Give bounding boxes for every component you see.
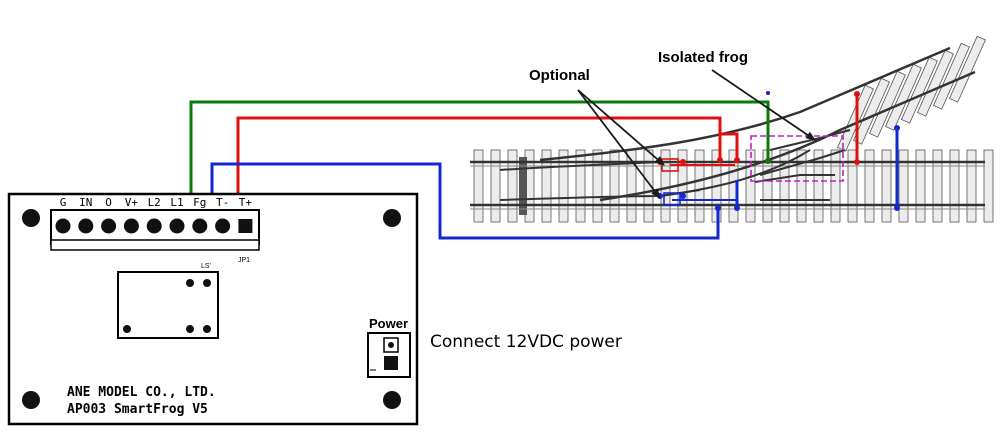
optional-label: Optional bbox=[529, 67, 590, 84]
red-wire bbox=[236, 91, 860, 197]
track-ties bbox=[473, 149, 994, 223]
track-tie bbox=[660, 149, 671, 223]
track-tie bbox=[900, 56, 938, 124]
track-tie bbox=[813, 149, 824, 223]
jp1-label: JP1 bbox=[238, 257, 250, 264]
terminal-pin bbox=[101, 218, 117, 234]
terminal-pin bbox=[215, 218, 231, 234]
pin-label-tplus: T+ bbox=[239, 196, 253, 209]
mounting-hole-icon bbox=[22, 391, 40, 409]
track-tie bbox=[541, 149, 552, 223]
track-tie bbox=[745, 149, 756, 223]
track-tie bbox=[949, 149, 960, 223]
model-name: AP003 SmartFrog V5 bbox=[67, 402, 208, 417]
track-tie bbox=[847, 149, 858, 223]
terminal-pin bbox=[123, 218, 139, 234]
power-label: Power bbox=[369, 316, 408, 331]
arrow-icon bbox=[577, 89, 661, 199]
pin-label-fg: Fg bbox=[193, 196, 206, 209]
terminal-pin bbox=[169, 218, 185, 234]
isolated-frog-label: Isolated frog bbox=[658, 49, 748, 66]
track-tie bbox=[966, 149, 977, 223]
dark-tie bbox=[519, 157, 527, 215]
diverging-ties bbox=[836, 35, 986, 152]
pin-label-in: IN bbox=[79, 196, 92, 209]
blue-wire bbox=[210, 125, 900, 240]
pin-label-l1: L1 bbox=[170, 196, 183, 209]
pin-label-g: G bbox=[60, 196, 67, 209]
track-tie bbox=[884, 63, 922, 131]
ls-label: LS' bbox=[201, 263, 211, 270]
track-tie bbox=[881, 149, 892, 223]
track-tie bbox=[932, 149, 943, 223]
mounting-hole-icon bbox=[383, 209, 401, 227]
green-wire bbox=[189, 100, 771, 197]
terminal-pin bbox=[192, 218, 208, 234]
track-tie bbox=[558, 149, 569, 223]
track-tie bbox=[575, 149, 586, 223]
terminal-pin bbox=[238, 219, 253, 233]
track-tie bbox=[983, 149, 994, 223]
power-note: Connect 12VDC power bbox=[430, 332, 622, 352]
track-tie bbox=[915, 149, 926, 223]
track-tie bbox=[898, 149, 909, 223]
track-tie bbox=[507, 149, 518, 223]
track-tie bbox=[916, 49, 954, 117]
track-tie bbox=[868, 70, 906, 138]
relay-component bbox=[117, 271, 219, 339]
terminal-pin bbox=[55, 218, 71, 234]
isolated-frog-box bbox=[750, 135, 844, 182]
track-diverging bbox=[499, 35, 986, 202]
track-tie bbox=[864, 149, 875, 223]
company-name: ANE MODEL CO., LTD. bbox=[67, 385, 216, 400]
track-tie bbox=[796, 149, 807, 223]
callout-optional: Optional bbox=[529, 67, 665, 199]
arrow-icon bbox=[711, 69, 816, 141]
callout-isolated-frog: Isolated frog bbox=[658, 49, 816, 141]
track-tie bbox=[609, 149, 620, 223]
pin-label-o: O bbox=[105, 196, 112, 209]
track-tie bbox=[490, 149, 501, 223]
mounting-hole-icon bbox=[383, 391, 401, 409]
arrow-icon bbox=[577, 89, 665, 166]
track-tie bbox=[779, 149, 790, 223]
pin-label-tminus: T- bbox=[216, 196, 229, 209]
smartfrog-board: G IN O V+ L2 L1 Fg T- T+ JP1 LS' Power ANE MODEL… bbox=[7, 192, 419, 426]
track-tie bbox=[473, 149, 484, 223]
terminal-pin bbox=[146, 218, 162, 234]
track-tie bbox=[932, 42, 970, 110]
pin-label-vplus: V+ bbox=[125, 196, 139, 209]
mounting-hole-icon bbox=[22, 209, 40, 227]
track-tie bbox=[592, 149, 603, 223]
track-tie bbox=[948, 35, 986, 103]
track-tie bbox=[643, 149, 654, 223]
track-straight bbox=[470, 149, 994, 223]
terminal-pins bbox=[55, 218, 253, 234]
terminal-pin-labels: G IN O V+ L2 L1 Fg T- T+ bbox=[60, 196, 253, 209]
track-tie bbox=[830, 149, 841, 223]
terminal-pin bbox=[78, 218, 94, 234]
track-tie bbox=[694, 149, 705, 223]
track-tie bbox=[836, 84, 874, 152]
pin-label-l2: L2 bbox=[148, 196, 161, 209]
